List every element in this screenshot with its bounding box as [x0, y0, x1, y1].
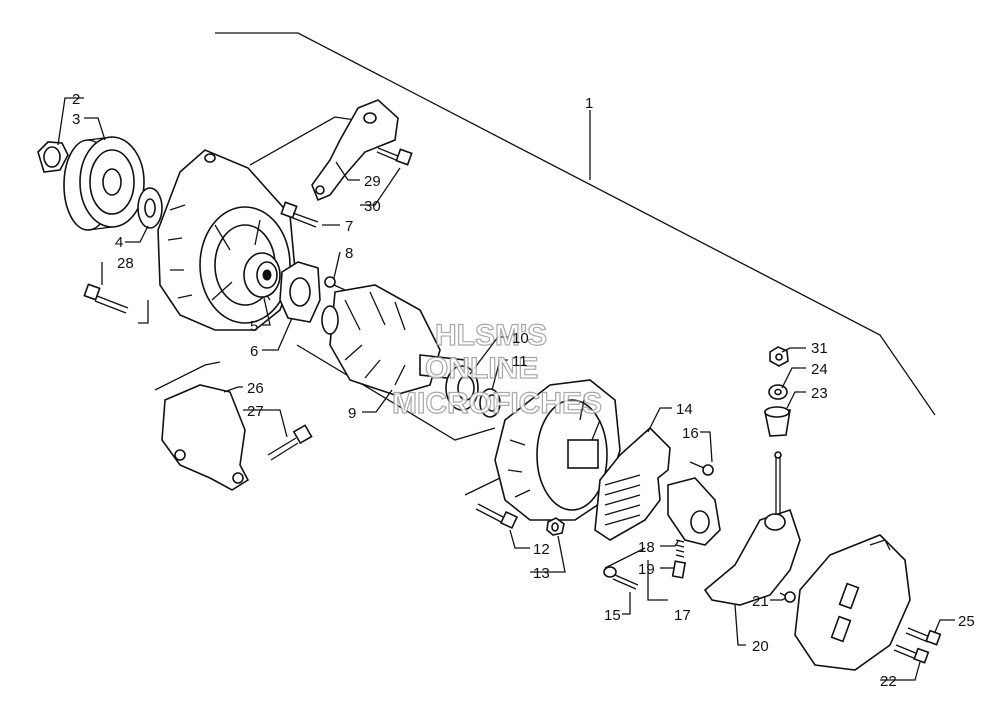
- callout-19: 19: [638, 561, 655, 578]
- cover-bolt-25: [905, 627, 942, 646]
- voltage-regulator: [594, 426, 671, 541]
- screw-8: [324, 276, 346, 291]
- callout-17: 17: [674, 607, 691, 624]
- terminal-washer: [768, 384, 788, 400]
- bracket-bolt-30: [376, 147, 413, 166]
- callout-14: 14: [676, 401, 693, 418]
- screw-21: [779, 591, 796, 603]
- callout-21: 21: [752, 593, 769, 610]
- front-housing: [157, 149, 296, 331]
- callout-28: 28: [117, 255, 134, 272]
- callout-20: 20: [752, 638, 769, 655]
- rotor: [321, 284, 466, 396]
- adjusting-bracket: [311, 99, 399, 202]
- callout-16: 16: [682, 425, 699, 442]
- callout-18: 18: [638, 539, 655, 556]
- mounting-bracket: [161, 384, 250, 491]
- pulley: [63, 136, 145, 231]
- callout-8: 8: [345, 245, 353, 262]
- callout-3: 3: [72, 111, 80, 128]
- callout-labels: 1 2 3 4 5 6 7 8 9 10 11 12 13 14 15 16 1…: [72, 91, 975, 690]
- callout-24: 24: [811, 361, 828, 378]
- leader-lines: [57, 97, 955, 681]
- callout-1: 1: [585, 95, 593, 112]
- front-bearing: [243, 252, 281, 298]
- rectifier-terminal-plate: [703, 451, 801, 606]
- callout-10: 10: [512, 330, 529, 347]
- callout-23: 23: [811, 385, 828, 402]
- callout-29: 29: [364, 173, 381, 190]
- bolt-7: [280, 201, 319, 228]
- bearing-retainer-plate: [279, 261, 321, 323]
- brush-holder: [667, 477, 721, 546]
- callout-27: 27: [247, 403, 264, 420]
- callout-2: 2: [72, 91, 80, 108]
- spacer-collar: [137, 187, 163, 229]
- callout-11: 11: [512, 353, 528, 370]
- callout-13: 13: [533, 565, 550, 582]
- nut-13: [546, 517, 565, 536]
- rear-end-cover: [794, 534, 911, 671]
- callout-30: 30: [364, 198, 381, 215]
- screw-16: [689, 461, 714, 476]
- cover-bolt-22: [893, 644, 930, 664]
- terminal-insulator: [764, 406, 791, 437]
- watermark: HLSM'S ONLINE MICROFICHES: [391, 318, 602, 420]
- callout-31: 31: [811, 340, 828, 357]
- rear-housing: [494, 379, 621, 521]
- bolt-28: [83, 283, 129, 314]
- brush-spring: [675, 539, 685, 558]
- callout-12: 12: [533, 541, 550, 558]
- brush: [671, 560, 687, 579]
- callout-5: 5: [250, 318, 258, 335]
- watermark-line-1: HLSM'S: [435, 319, 547, 352]
- watermark-line-2: ONLINE: [425, 352, 538, 385]
- callout-9: 9: [348, 405, 356, 422]
- bracket-bolt-27: [267, 424, 313, 461]
- assembly-bracket: [215, 32, 936, 416]
- rear-bearing: [445, 365, 479, 411]
- screw-15: [603, 566, 639, 590]
- callout-22: 22: [880, 673, 897, 690]
- callout-4: 4: [115, 234, 123, 251]
- callout-7: 7: [345, 218, 353, 235]
- pulley-nut: [37, 141, 69, 173]
- callout-15: 15: [604, 607, 621, 624]
- callout-25: 25: [958, 613, 975, 630]
- callout-26: 26: [247, 380, 264, 397]
- callout-6: 6: [250, 343, 258, 360]
- watermark-line-3: MICROFICHES: [392, 387, 602, 420]
- bearing-cover-ring: [479, 388, 501, 418]
- bolt-12: [475, 503, 519, 530]
